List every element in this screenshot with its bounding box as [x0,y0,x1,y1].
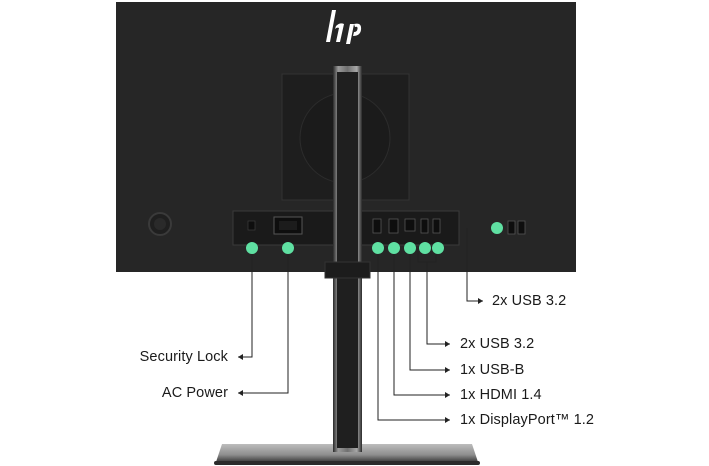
usb-side-port-2 [517,220,526,235]
usb-rear-port-2 [432,218,441,234]
arrow-ac [238,390,243,396]
label-hdmi: 1x HDMI 1.4 [460,387,542,403]
label-security-lock: Security Lock [139,349,228,365]
stand-collar [324,261,371,279]
dot-usb-b [404,242,416,254]
usb-b-port [404,218,416,232]
arrow-dp [445,417,450,423]
label-usb-right: 2x USB 3.2 [492,293,567,309]
dot-usb-rear-2 [432,242,444,254]
stand-base-shadow [214,461,480,465]
label-ac-power: AC Power [161,385,228,401]
label-usb-b: 1x USB-B [460,362,525,378]
leader-displayport [377,248,450,421]
arrow-usb-b [445,367,450,373]
arrow-hdmi [445,392,450,398]
dot-usb-rear-1 [419,242,431,254]
usb-side-port-1 [507,220,516,235]
dot-ac-power [282,242,294,254]
stand-column-core [337,72,358,448]
label-usb-rear: 2x USB 3.2 [460,336,535,352]
dot-hdmi [388,242,400,254]
hdmi-port [388,218,399,234]
displayport-port [372,218,382,234]
leader-usb-rear-down [426,262,450,345]
arrow-usb-right [478,298,483,304]
ac-power-inner [279,221,297,230]
usb-rear-port-1 [420,218,429,234]
dot-security-lock [246,242,258,254]
leader-usb-right [466,228,483,302]
dot-usb-right [491,222,503,234]
leader-ac-power [238,248,289,394]
security-lock-slot [247,220,256,231]
joystick-inner [154,218,166,230]
leader-arrowheads [238,298,483,423]
callout-dots [246,222,503,254]
leader-hdmi [393,248,450,396]
stand-base [216,444,478,462]
dot-displayport [372,242,384,254]
arrow-security [238,354,243,360]
hp-logo [326,10,362,44]
label-displayport: 1x DisplayPort™ 1.2 [460,412,595,428]
arrow-usb-rear [445,341,450,347]
leader-usb-b [409,248,450,371]
